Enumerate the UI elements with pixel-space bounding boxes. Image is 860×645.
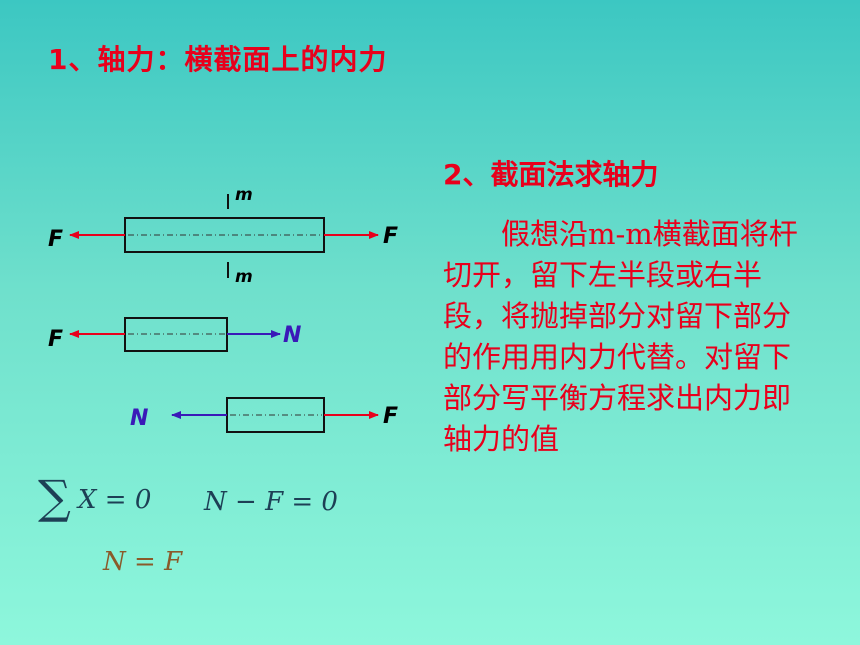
summation-symbol: ∑	[38, 470, 71, 524]
equation-sum-x: X = 0	[78, 485, 152, 515]
right-segment-internal-label: N	[130, 406, 148, 431]
section-label-bottom: m	[235, 267, 253, 287]
force-label-left: F	[48, 227, 63, 252]
heading-section-method: 2、截面法求轴力	[443, 158, 659, 191]
left-segment-force-label: F	[48, 327, 63, 352]
right-segment-diagram: N F	[130, 397, 398, 433]
left-segment-internal-label: N	[283, 323, 301, 348]
explanation-paragraph: 假想沿m-m横截面将杆切开，留下左半段或右半段，将抛掉部分对留下部分的作用用内力…	[443, 217, 798, 456]
left-segment-diagram: F N	[48, 317, 301, 352]
right-segment-force-label: F	[383, 404, 398, 429]
section-label-top: m	[235, 185, 253, 205]
full-bar-diagram: F F m m	[48, 185, 398, 287]
force-label-right: F	[383, 224, 398, 249]
equation-balance: N − F = 0	[204, 487, 338, 517]
heading-axial-force: 1、轴力：横截面上的内力	[48, 43, 388, 76]
equation-result: N = F	[103, 547, 183, 577]
